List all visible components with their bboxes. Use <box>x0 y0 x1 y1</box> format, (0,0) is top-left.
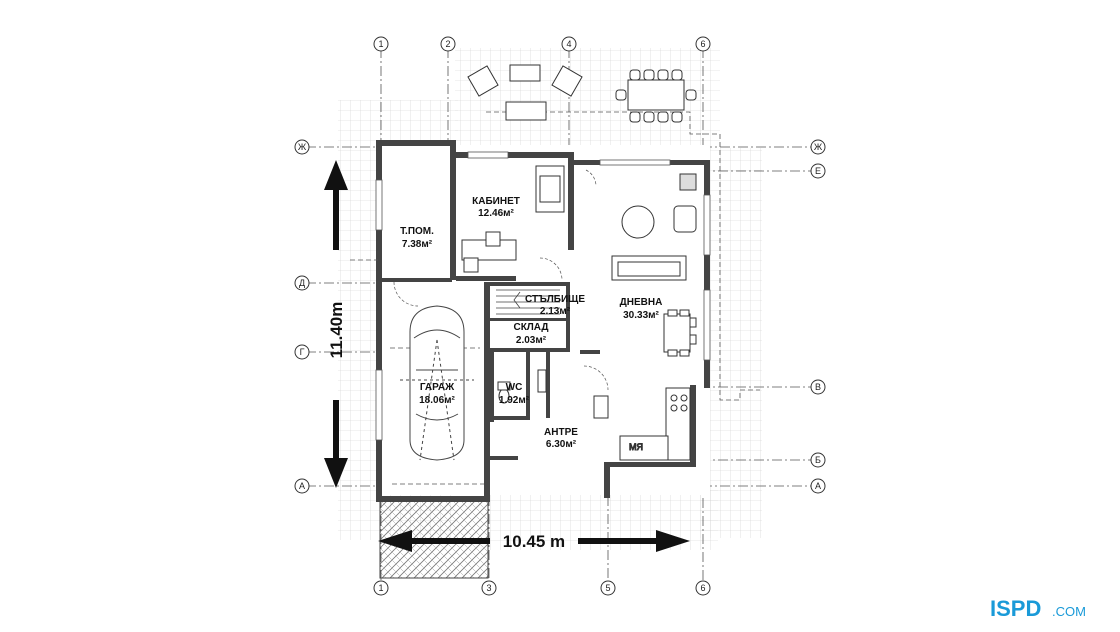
room-antre-area: 6.30м² <box>546 439 577 450</box>
axis-top-1: 1 <box>378 39 383 49</box>
width-dimension-label: 10.45 m <box>503 532 565 551</box>
room-wc-area: 1.92м² <box>499 395 530 406</box>
car <box>400 305 474 461</box>
room-labels: КАБИНЕТ 12.46м² Т.ПОМ. 7.38м² СТЪЛБИЩЕ 2… <box>400 196 662 450</box>
axis-top-4: 4 <box>566 39 571 49</box>
room-garazh-name: ГАРАЖ <box>420 382 455 393</box>
axis-bottom-5: 5 <box>605 583 610 593</box>
room-stalbishte-name: СТЪЛБИЩЕ <box>525 294 585 305</box>
axis-right-e: Е <box>815 166 821 176</box>
room-sklad-area: 2.03м² <box>516 335 547 346</box>
room-tpom-area: 7.38м² <box>402 239 433 250</box>
axis-bubbles-right: Ж Е В Б А <box>810 139 826 494</box>
axis-bubbles-bottom: 1 3 5 6 <box>373 580 711 596</box>
room-kabinet-name: КАБИНЕТ <box>472 196 520 207</box>
room-antre-name: АНТРЕ <box>544 427 578 438</box>
room-dnevna-name: ДНЕВНА <box>620 297 663 308</box>
height-dimension-label: 11.40m <box>327 302 346 359</box>
living-furniture <box>611 173 697 357</box>
axis-bottom-1: 1 <box>378 583 383 593</box>
axis-bottom-3: 3 <box>486 583 491 593</box>
room-kabinet-area: 12.46м² <box>478 208 514 219</box>
axis-left-d: Д <box>299 278 305 288</box>
staircase <box>496 289 560 315</box>
dimension-height: 11.40m <box>324 160 348 488</box>
axis-right-v: В <box>815 382 821 392</box>
logo-brand: ISPD <box>990 596 1041 621</box>
logo-suffix: .COM <box>1052 604 1086 619</box>
ispd-logo: ISPD .COM <box>990 596 1086 621</box>
axis-bubbles-left: Ж Д Г А <box>294 139 310 494</box>
room-stalbishte-area: 2.13м² <box>540 306 571 317</box>
room-dnevna-area: 30.33м² <box>623 310 659 321</box>
axis-top-6: 6 <box>700 39 705 49</box>
axis-bubbles-top: 1 2 4 6 <box>373 36 711 52</box>
axis-top-2: 2 <box>445 39 450 49</box>
axis-left-a: А <box>299 481 305 491</box>
dimension-width: 10.45 m <box>378 530 690 552</box>
room-tpom-name: Т.ПОМ. <box>400 226 434 237</box>
kabinet-furniture <box>461 165 565 273</box>
door-swings <box>393 169 609 391</box>
room-wc-name: WC <box>506 382 523 393</box>
terrace-furniture <box>467 64 697 123</box>
axis-right-a: А <box>815 481 821 491</box>
windows <box>375 151 711 441</box>
room-garazh-area: 18.06м² <box>419 395 455 406</box>
kitchen: МЯ <box>593 387 691 461</box>
wc-fixtures <box>497 369 547 404</box>
axis-left-zh: Ж <box>298 142 307 152</box>
axis-bottom-6: 6 <box>700 583 705 593</box>
axis-left-g: Г <box>300 347 305 357</box>
room-sklad-name: СКЛАД <box>513 322 548 333</box>
axis-right-zh: Ж <box>814 142 823 152</box>
axis-right-b: Б <box>815 455 821 465</box>
appliance-label: МЯ <box>629 442 643 452</box>
